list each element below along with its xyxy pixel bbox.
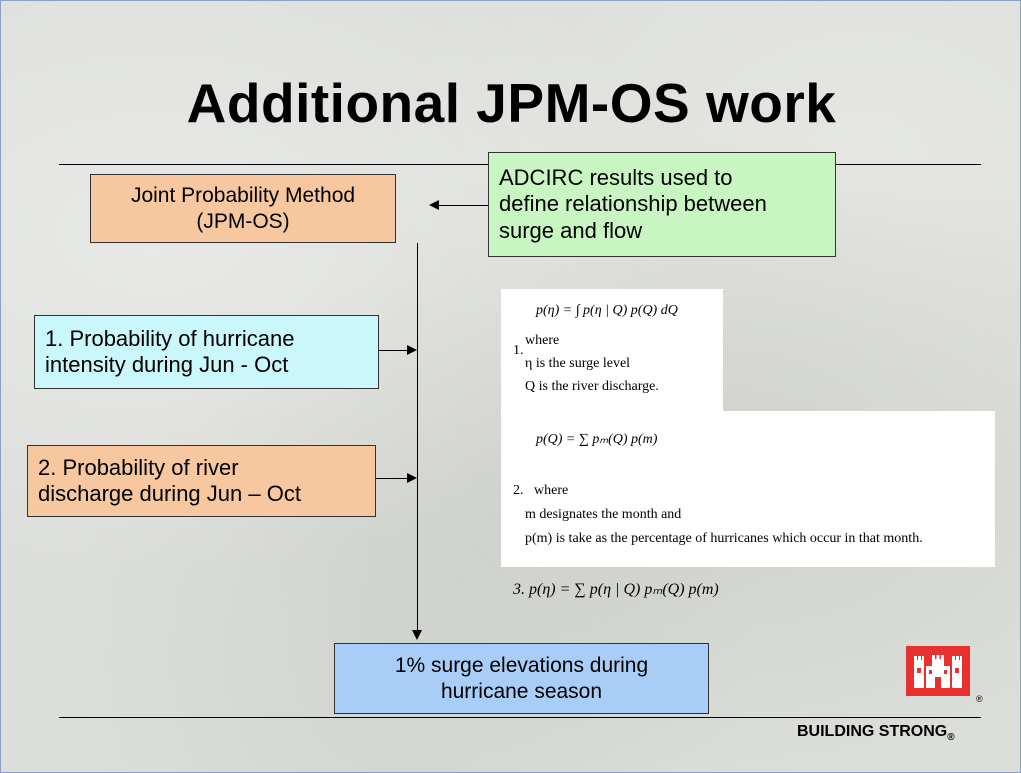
hurricane-box-line1: 1. Probability of hurricane: [45, 325, 295, 351]
equation-panel-3: 3. p(η) = ∑ p(η | Q) pₘ(Q) p(m): [501, 567, 801, 607]
trunk-connector: [417, 243, 418, 631]
m-definition: m designates the month and: [525, 507, 682, 522]
usace-castle-logo: [906, 646, 970, 696]
jpm-os-box-line1: Joint Probability Method: [130, 184, 356, 208]
surge-box-line2: hurricane season: [440, 679, 603, 703]
equation-3: 3. p(η) = ∑ p(η | Q) pₘ(Q) p(m): [513, 581, 719, 598]
adcirc-box: ADCIRC results used to define relationsh…: [488, 152, 836, 257]
bottom-rule: [59, 717, 981, 718]
footer-text: BUILDING STRONG: [797, 723, 948, 740]
q-definition: Q is the river discharge.: [525, 379, 659, 394]
adcirc-box-line2: define relationship between: [499, 191, 767, 217]
adcirc-to-jpm-connector: [439, 205, 488, 206]
equation-panel-2: p(Q) = ∑ pₘ(Q) p(m) 2. where m designate…: [501, 411, 995, 567]
river-box-line2: discharge during Jun – Oct: [38, 481, 301, 506]
pm-definition: p(m) is take as the percentage of hurric…: [525, 531, 923, 546]
surge-elevations-box: 1% surge elevations during hurricane sea…: [334, 643, 709, 714]
jpm-os-box: Joint Probability Method (JPM-OS): [90, 174, 396, 243]
equation-1: p(η) = ∫ p(η | Q) p(Q) dQ: [536, 303, 678, 318]
logo-registered-mark: ®: [976, 694, 983, 704]
hurricane-probability-box: 1. Probability of hurricane intensity du…: [34, 315, 379, 389]
adcirc-box-line3: surge and flow: [499, 217, 643, 243]
river-probability-box: 2. Probability of river discharge during…: [27, 445, 376, 517]
surge-box-line1: 1% surge elevations during: [394, 654, 649, 678]
footer-registered-mark: ®: [947, 732, 955, 744]
building-strong-footer: BUILDING STRONG®: [797, 723, 955, 743]
river-box-line1: 2. Probability of river: [38, 454, 239, 480]
jpm-os-box-line2: (JPM-OS): [196, 209, 290, 233]
river-connector: [376, 478, 407, 479]
eta-definition: η is the surge level: [525, 356, 631, 371]
river-arrowhead: [407, 473, 417, 483]
equation-panel-1: p(η) = ∫ p(η | Q) p(Q) dQ 1. where η is …: [501, 289, 723, 411]
hurricane-connector: [379, 350, 407, 351]
where-label-1: where: [525, 333, 560, 348]
hurricane-arrowhead: [407, 345, 417, 355]
adcirc-to-jpm-arrowhead: [429, 200, 439, 210]
trunk-arrowhead: [412, 630, 422, 640]
equation-2: p(Q) = ∑ pₘ(Q) p(m): [536, 432, 658, 447]
equation-1-number: 1.: [513, 343, 524, 358]
adcirc-box-line1: ADCIRC results used to: [499, 164, 733, 190]
slide-title: Additional JPM-OS work: [186, 72, 837, 134]
hurricane-box-line2: intensity during Jun - Oct: [45, 352, 289, 377]
equation-2-number: 2.: [513, 483, 524, 498]
where-label-2: where: [534, 483, 569, 498]
